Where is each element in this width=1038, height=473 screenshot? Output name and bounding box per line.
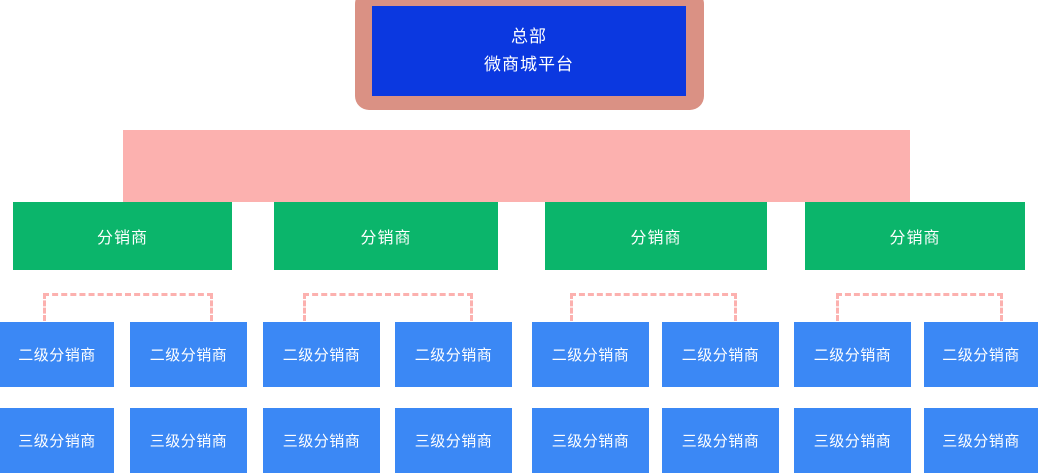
headquarters-node[interactable]: 总部 微商城平台 bbox=[372, 6, 686, 96]
third-level-node-label: 三级分销商 bbox=[551, 433, 630, 450]
distributor-node-4[interactable]: 分销商 bbox=[805, 202, 1025, 270]
second-level-node-label: 二级分销商 bbox=[551, 347, 630, 364]
third-level-node-label: 三级分销商 bbox=[942, 433, 1020, 450]
distributor-node-label: 分销商 bbox=[630, 230, 682, 247]
third-level-node-5[interactable]: 三级分销商 bbox=[532, 408, 649, 473]
dashed-bracket-connector-4 bbox=[836, 293, 1003, 321]
distributor-node-2[interactable]: 分销商 bbox=[274, 202, 498, 270]
third-level-node-6[interactable]: 三级分销商 bbox=[662, 408, 779, 473]
third-level-node-2[interactable]: 三级分销商 bbox=[130, 408, 247, 473]
third-level-node-label: 三级分销商 bbox=[282, 433, 361, 450]
dashed-bracket-connector-3 bbox=[570, 293, 737, 321]
second-level-node-label: 二级分销商 bbox=[282, 347, 361, 364]
second-level-node-3[interactable]: 二级分销商 bbox=[263, 322, 380, 387]
distributor-node-3[interactable]: 分销商 bbox=[545, 202, 767, 270]
third-level-node-label: 三级分销商 bbox=[149, 433, 228, 450]
distribution-trunk-bar bbox=[123, 130, 910, 202]
third-level-node-label: 三级分销商 bbox=[18, 433, 96, 450]
third-level-node-7[interactable]: 三级分销商 bbox=[794, 408, 911, 473]
second-level-node-label: 二级分销商 bbox=[414, 347, 493, 364]
third-level-node-8[interactable]: 三级分销商 bbox=[924, 408, 1038, 473]
third-level-node-1[interactable]: 三级分销商 bbox=[0, 408, 114, 473]
third-level-node-label: 三级分销商 bbox=[414, 433, 493, 450]
third-level-node-label: 三级分销商 bbox=[813, 433, 892, 450]
distributor-node-label: 分销商 bbox=[889, 230, 941, 247]
second-level-node-label: 二级分销商 bbox=[681, 347, 760, 364]
second-level-node-7[interactable]: 二级分销商 bbox=[794, 322, 911, 387]
second-level-node-label: 二级分销商 bbox=[149, 347, 228, 364]
second-level-node-6[interactable]: 二级分销商 bbox=[662, 322, 779, 387]
third-level-node-4[interactable]: 三级分销商 bbox=[395, 408, 512, 473]
dashed-bracket-connector-2 bbox=[303, 293, 473, 321]
third-level-node-label: 三级分销商 bbox=[681, 433, 760, 450]
second-level-node-label: 二级分销商 bbox=[18, 347, 96, 364]
second-level-node-4[interactable]: 二级分销商 bbox=[395, 322, 512, 387]
second-level-node-8[interactable]: 二级分销商 bbox=[924, 322, 1038, 387]
third-level-node-3[interactable]: 三级分销商 bbox=[263, 408, 380, 473]
distributor-node-label: 分销商 bbox=[360, 230, 412, 247]
dashed-bracket-connector-1 bbox=[43, 293, 213, 321]
headquarters-subtitle: 微商城平台 bbox=[484, 55, 574, 74]
second-level-node-label: 二级分销商 bbox=[942, 347, 1020, 364]
headquarters-title: 总部 bbox=[511, 27, 547, 46]
second-level-node-label: 二级分销商 bbox=[813, 347, 892, 364]
second-level-node-1[interactable]: 二级分销商 bbox=[0, 322, 114, 387]
second-level-node-2[interactable]: 二级分销商 bbox=[130, 322, 247, 387]
distributor-node-label: 分销商 bbox=[96, 230, 148, 247]
second-level-node-5[interactable]: 二级分销商 bbox=[532, 322, 649, 387]
distributor-node-1[interactable]: 分销商 bbox=[13, 202, 232, 270]
